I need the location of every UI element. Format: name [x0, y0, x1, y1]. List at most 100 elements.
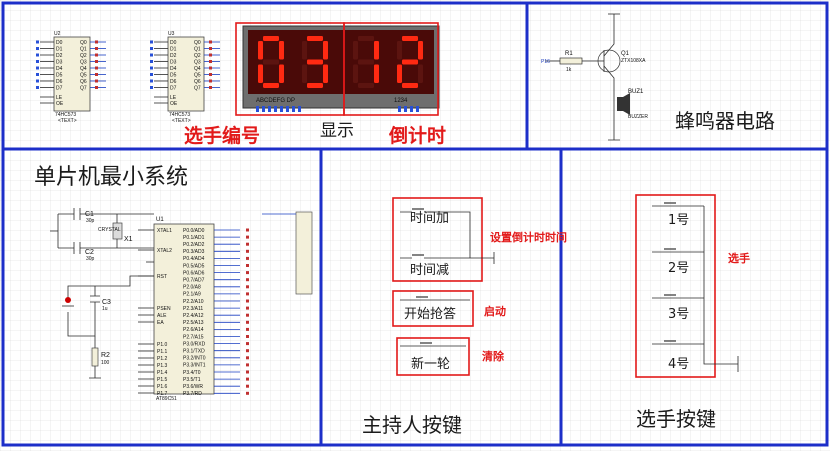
digit-1-seg-b — [279, 41, 284, 60]
u1-right-pin-label: P2.4/A12 — [183, 313, 204, 319]
u1-right-pin-dot — [246, 306, 249, 310]
u2-pin-dot — [36, 53, 39, 57]
u3-pin-label: D6 — [170, 79, 177, 85]
key-time-sub[interactable]: 时间减 — [410, 263, 449, 278]
u3-pin-dot — [150, 60, 153, 63]
digit-2-seg-g — [307, 59, 323, 65]
annot-set-time: 设置倒计时时间 — [490, 230, 567, 244]
u1-right-pin-dot — [246, 370, 249, 374]
digit-2-seg-e — [302, 64, 307, 83]
buz-name: BUZ1 — [628, 89, 644, 95]
display-seg-pin — [298, 106, 301, 112]
reset-circuit — [62, 275, 154, 379]
u1-left-pin-label: RST — [157, 274, 167, 280]
u1-left-pin-label: P1.4 — [157, 370, 168, 376]
u1-left-pin-label: EA — [157, 320, 164, 326]
u1-left-pin-label: P1.7 — [157, 391, 168, 397]
u2-out-dot — [95, 47, 98, 50]
u2-pin-dot — [36, 86, 39, 89]
u1-left-pin-label: PSEN — [157, 306, 171, 312]
u1-right-pin-dot — [246, 249, 249, 253]
u1-right-pin-label: P3.2/INT0 — [183, 356, 206, 362]
u3-out-label: Q5 — [194, 72, 201, 78]
q1-part: ZTX108XA — [621, 58, 646, 64]
display-seg-pin — [292, 106, 295, 112]
digit-3-seg-a — [358, 36, 374, 41]
u2-part: 74HC573 — [55, 112, 76, 118]
u1-right-pin-dot — [246, 228, 249, 232]
key-player-2[interactable]: 2号 — [668, 261, 689, 276]
x1-type: CRYSTAL — [98, 227, 121, 233]
u1-right-pin-label: P2.2/A10 — [183, 299, 204, 305]
u2-pin-label: D7 — [56, 85, 63, 91]
u3-out-dot — [209, 79, 212, 83]
annot-clear: 清除 — [482, 349, 505, 363]
digit-4-seg-f — [397, 41, 402, 60]
u1-right-pin-label: P0.4/AD4 — [183, 256, 205, 262]
digit-2-seg-a — [307, 36, 323, 41]
u1-left-pin-label: ALE — [157, 313, 167, 319]
u2-out-label: Q5 — [80, 72, 87, 78]
display-seg-pin — [262, 106, 265, 112]
buzzer-title: 蜂鸣器电路 — [675, 109, 775, 133]
u3-out-label: Q1 — [194, 46, 201, 52]
key-player-1[interactable]: 1号 — [668, 213, 689, 228]
u2-pin-label: D4 — [56, 66, 63, 72]
seven-segment-display: ABCDEFG DP 1234 — [242, 25, 440, 112]
u1-right-pin-label: P2.5/A13 — [183, 320, 204, 326]
digit-4-seg-b — [418, 41, 423, 60]
digit-4-seg-e — [397, 64, 402, 83]
u3-out-label: Q4 — [194, 66, 201, 72]
key-time-add[interactable]: 时间加 — [410, 211, 449, 226]
player-keys-box — [635, 194, 716, 378]
display-digit-pin — [416, 106, 419, 112]
u2-pin-label: D0 — [56, 40, 63, 46]
u1-right-pin-label: P0.7/AD7 — [183, 278, 205, 284]
u3-out-label: Q3 — [194, 59, 201, 65]
u1-left-pin-label: XTAL2 — [157, 248, 172, 254]
countdown-box — [343, 22, 439, 116]
u3-out-dot — [209, 73, 212, 76]
u1-right-pin-dot — [246, 391, 249, 395]
u2-pin-label: D2 — [56, 53, 63, 59]
u2-out-dot — [95, 53, 98, 57]
u1-right-pin-dot — [246, 256, 249, 260]
r2-value: 100 — [101, 360, 110, 366]
u1-right-pin-label: P0.3/AD3 — [183, 249, 205, 255]
pullup-network — [295, 211, 313, 295]
crystal-x1 — [112, 222, 123, 240]
u2-pin-dot — [36, 73, 39, 76]
u3-pin-label: D1 — [170, 46, 177, 52]
u2-out-label: Q7 — [80, 85, 87, 91]
annot-start: 启动 — [484, 304, 506, 318]
u2-out-label: Q2 — [80, 53, 87, 59]
buzzer-body — [617, 97, 623, 111]
display-digit-pin — [410, 106, 413, 112]
start-key-box — [392, 290, 474, 327]
u2-pin-label: D5 — [56, 72, 63, 78]
buz-part: BUZZER — [628, 114, 648, 120]
u3-out-label: Q6 — [194, 79, 201, 85]
q1-name: Q1 — [621, 51, 630, 57]
u1-right-pin-label: P2.7/A15 — [183, 334, 204, 340]
u2-pin-label: D6 — [56, 79, 63, 85]
u2-out-label: Q0 — [80, 40, 87, 46]
r2-resistor — [91, 347, 99, 367]
display-seg-pin — [256, 106, 259, 112]
latch-group: D0D1D2D3D4D5D6D7Q0Q1Q2Q3Q4Q5Q6Q7LEOED0D1… — [36, 36, 220, 112]
u2-out-dot — [95, 40, 98, 44]
u1-right-pin-label: P0.2/AD2 — [183, 242, 205, 248]
u3-ctrl-label: OE — [170, 101, 178, 107]
u2-text-tag: <TEXT> — [58, 118, 77, 124]
u3-pin-dot — [150, 86, 153, 89]
key-player-4[interactable]: 4号 — [668, 357, 689, 372]
key-player-3[interactable]: 3号 — [668, 307, 689, 322]
u1-right-pin-label: P2.1/A9 — [183, 292, 201, 298]
display-seg-pin — [286, 106, 289, 112]
u1-right-pin-dot — [246, 349, 249, 353]
key-start[interactable]: 开始抢答 — [404, 306, 456, 322]
u3-pin-label: D4 — [170, 66, 177, 72]
key-next-round[interactable]: 新一轮 — [411, 356, 450, 372]
u1-right-pin-dot — [246, 356, 249, 360]
u1-right-pin-label: P3.0/RXD — [183, 341, 206, 347]
